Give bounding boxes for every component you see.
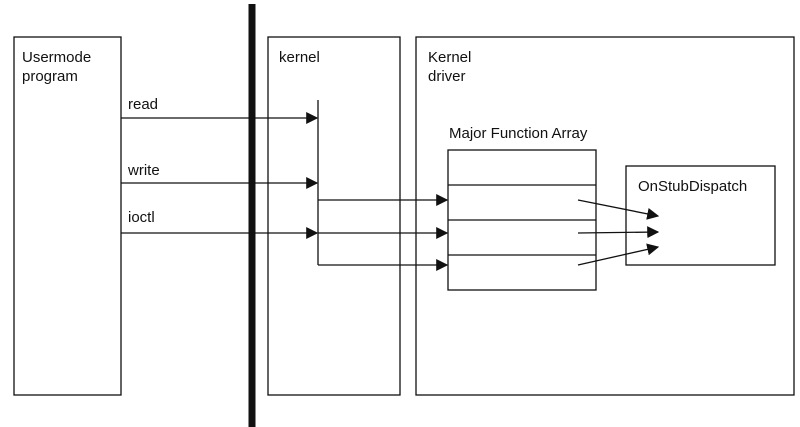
onstubdispatch-box: OnStubDispatch (625, 165, 776, 266)
slot-to-dispatch-arrow (577, 243, 660, 266)
onstubdispatch-label: OnStubDispatch (638, 178, 747, 195)
major-function-array: Major Function Array (447, 125, 597, 291)
major-function-array-label: Major Function Array (449, 125, 588, 142)
usermode-program-box: Usermode program (13, 36, 122, 396)
slot-to-dispatch-arrow (577, 226, 660, 239)
kernel-box: kernel (267, 36, 401, 396)
usermode-label-line2: program (22, 68, 78, 85)
usermode-label-line1: Usermode (22, 49, 91, 66)
call-label-read: read (128, 96, 158, 113)
kernel-label: kernel (279, 49, 320, 66)
kernel-driver-box: Kernel driver (415, 36, 795, 396)
call-label-ioctl: ioctl (128, 209, 155, 226)
slot-to-dispatch-arrow (577, 199, 660, 220)
call-label-write: write (127, 162, 160, 179)
driver-label-line2: driver (428, 68, 466, 85)
driver-label-line1: Kernel (428, 49, 471, 66)
